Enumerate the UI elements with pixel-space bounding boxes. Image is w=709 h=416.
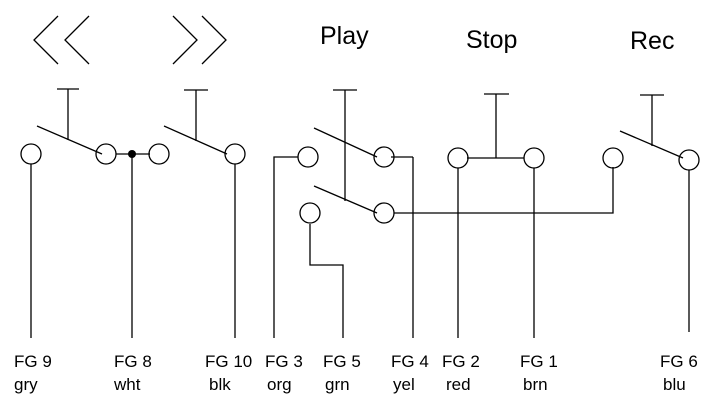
pin-code: FG 1 <box>520 352 558 371</box>
pin-code: FG 10 <box>205 352 252 371</box>
fast-forward-switch <box>163 89 236 338</box>
contact <box>447 147 469 169</box>
pin-color: grn <box>325 375 350 394</box>
play-switch <box>273 89 614 338</box>
contact <box>299 202 321 224</box>
contact <box>602 147 624 169</box>
rec-switch <box>619 94 690 332</box>
rec-title: Rec <box>630 27 674 55</box>
contact <box>373 146 395 168</box>
stop-switch <box>457 93 535 338</box>
contact <box>523 147 545 169</box>
contact <box>297 146 319 168</box>
contacts <box>20 143 700 224</box>
pin-color: blu <box>663 375 686 394</box>
pin-color: brn <box>523 375 548 394</box>
contact <box>20 143 42 165</box>
contact <box>224 143 246 165</box>
stop-title: Stop <box>466 26 517 54</box>
pin-code: FG 4 <box>391 352 429 371</box>
pin-color: yel <box>393 375 415 394</box>
rewind-icon <box>33 15 90 65</box>
pin-code: FG 3 <box>265 352 303 371</box>
contact <box>95 143 117 165</box>
pin-color: gry <box>14 375 38 394</box>
pin-code: FG 5 <box>323 352 361 371</box>
pin-color: red <box>446 375 471 394</box>
contact <box>373 202 395 224</box>
junction-dot <box>128 150 136 158</box>
rewind-switch <box>30 88 150 338</box>
pin-color: org <box>267 375 292 394</box>
pin-color: wht <box>113 375 141 394</box>
fast-forward-icon <box>172 15 227 65</box>
pin-code: FG 6 <box>660 352 698 371</box>
contact <box>678 149 700 171</box>
pin-code: FG 2 <box>442 352 480 371</box>
pin-code: FG 8 <box>114 352 152 371</box>
pin-code: FG 9 <box>14 352 52 371</box>
pin-color: blk <box>209 375 231 394</box>
contact <box>148 143 170 165</box>
play-title: Play <box>320 22 369 50</box>
pin-labels: FG 9 gry FG 8 wht FG 10 blk FG 3 org FG … <box>14 352 698 394</box>
